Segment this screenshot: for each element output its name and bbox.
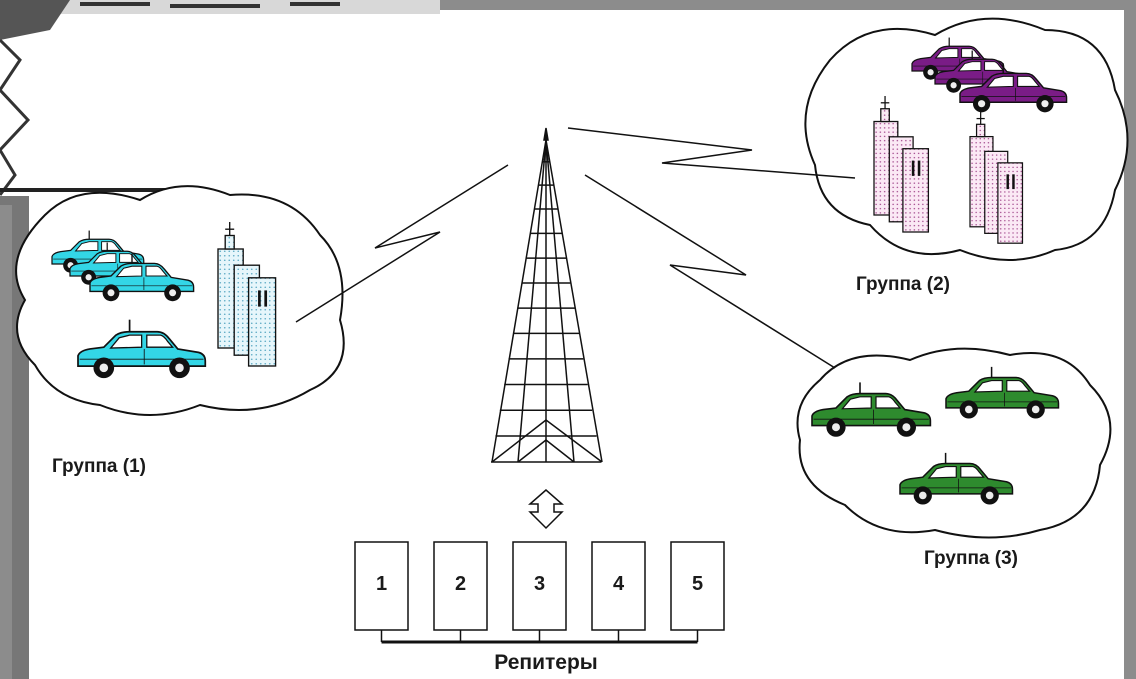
group1-label: Группа (1) <box>52 456 146 477</box>
group3-label: Группа (3) <box>924 548 1018 569</box>
repeater-number: 5 <box>692 573 703 595</box>
repeater-number: 3 <box>534 573 545 595</box>
right-frame <box>1124 0 1136 679</box>
repeater-number: 1 <box>376 573 387 595</box>
antenna-tower-icon <box>491 127 603 463</box>
repeater-number: 2 <box>455 573 466 595</box>
top-frame <box>440 0 1136 10</box>
group2-label: Группа (2) <box>856 274 950 295</box>
repeater-box <box>433 541 488 631</box>
repeater-box <box>591 541 646 631</box>
repeater-box <box>670 541 725 631</box>
repeater-box <box>512 541 567 631</box>
repeaters-label: Репитеры <box>494 651 597 674</box>
double-arrow-icon <box>528 489 564 530</box>
group1-cloud <box>15 185 345 416</box>
repeater-number: 4 <box>613 573 625 595</box>
repeaters-block: 1 2 3 4 5 <box>354 541 725 644</box>
radio-link-icon <box>295 127 856 369</box>
left-frame <box>0 205 12 679</box>
